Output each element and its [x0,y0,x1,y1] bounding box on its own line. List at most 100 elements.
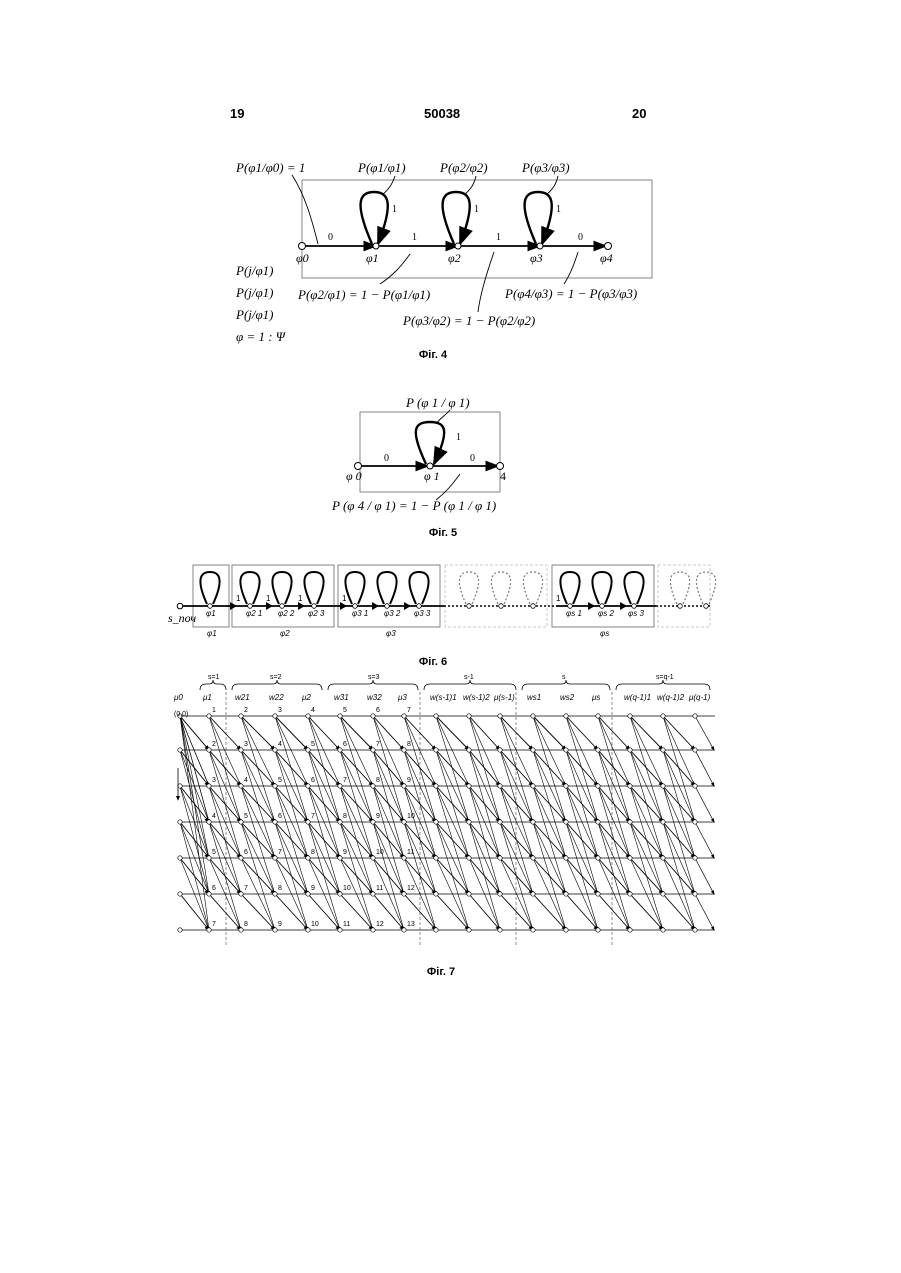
fig7-node [693,856,697,860]
fig7-column-header: μ1 [202,693,212,702]
fig4-edge-label: 1 [496,232,501,243]
fig6-group-label: φ3 [386,629,396,638]
fig7-node [531,856,535,860]
fig6-edge-label: 1 [298,594,303,603]
fig4-loop-2 [443,192,470,244]
fig5-caption: Фіг. 5 [393,527,493,539]
fig7-transition [566,894,598,930]
fig7-node [338,748,342,752]
fig4-leader [478,252,494,312]
fig7-state-number: 6 [278,813,282,820]
fig7-transition [566,822,598,858]
fig7-node [338,892,342,896]
fig7-state-number: 8 [278,885,282,892]
fig7-node [178,784,182,788]
fig7-transition [533,716,566,750]
figure-7: s=1 s=2 s=3 s-1 s s=q-1 μ0μ1w21w22μ2w31w… [173,674,715,945]
fig7-node [693,714,697,718]
fig7-column-header: ws1 [527,693,541,702]
fig7-transition [663,716,695,750]
fig7-node [467,856,471,860]
fig7-node [207,784,211,788]
fig6-loop-dotted [696,572,715,604]
fig7-node [434,748,438,752]
fig7-state-number: 9 [407,777,411,784]
fig7-group-brace [232,680,322,690]
fig7-state-number: 10 [311,921,319,928]
fig7-state-number: 9 [278,921,282,928]
fig7-node [306,820,310,824]
fig7-transition [180,716,209,858]
fig4-loop-label: 1 [556,204,561,215]
fig7-state-number: 10 [343,885,351,892]
fig7-transition [598,822,630,858]
fig7-node [628,892,632,896]
fig4-initial-prob: P(φ1/φ0) = 1 [235,160,305,175]
fig6-node-label: φs 2 [598,609,614,618]
fig7-transition [436,716,469,750]
fig7-node [207,856,211,860]
fig4-side-label: P(j/φ1) [235,263,274,278]
fig7-transition [436,716,469,822]
fig7-node [371,928,375,932]
fig7-group-brace [616,680,710,690]
fig7-state-number: 9 [311,885,315,892]
fig7-node [596,748,600,752]
fig7-transition [180,822,209,858]
fig7-grid-nodes: 1234567234567834567894567891056789101167… [178,707,697,932]
fig7-node [434,714,438,718]
fig7-group-label: s=1 [208,674,220,681]
fig4-leader [546,176,558,195]
fig7-transition [469,894,500,930]
fig4-leader [292,175,318,244]
fig4-node-0 [299,243,306,250]
fig7-node [207,714,211,718]
fig7-node [661,714,665,718]
fig7-node [306,748,310,752]
fig7-node [498,820,502,824]
fig7-state-number: 6 [244,849,248,856]
fig7-state-number: 3 [244,741,248,748]
fig7-column-header: ws2 [560,693,575,702]
fig7-node [693,748,697,752]
fig7-transition [373,716,404,822]
fig4-loop-3 [525,192,552,244]
fig7-node [239,820,243,824]
fig7-node [273,784,277,788]
fig7-node [371,784,375,788]
fig7-node [338,820,342,824]
fig6-loop [272,572,291,604]
fig7-transition [533,716,566,822]
fig7-node [661,892,665,896]
fig6-start-node [177,603,183,609]
fig7-state-number: 8 [311,849,315,856]
fig7-node [531,714,535,718]
fig6-loop [560,572,579,604]
fig7-node [402,892,406,896]
fig7-node [693,784,697,788]
fig4-loop-prob: P(φ1/φ1) [357,160,406,175]
fig7-transition [533,894,566,930]
fig7-transition [598,858,630,894]
fig7-node [628,928,632,932]
fig6-edge-label: 1 [342,594,347,603]
fig7-node [402,784,406,788]
fig6-loop-dotted [459,572,478,604]
fig7-node [371,714,375,718]
fig7-transition [436,858,469,894]
fig7-node [564,856,568,860]
fig6-node [208,604,213,609]
fig7-node [628,784,632,788]
fig7-node [306,928,310,932]
fig6-node [632,604,637,609]
fig7-state-number: 6 [376,707,380,714]
fig7-transition [533,858,566,894]
fig6-node-label: φ2 2 [278,609,295,618]
fig6-arrowhead [372,602,379,610]
fig7-node [434,784,438,788]
fig7-state-number: 6 [212,885,216,892]
fig7-node [661,784,665,788]
fig7-transition [500,786,533,822]
fig7-node [467,784,471,788]
fig7-transition [469,858,500,894]
